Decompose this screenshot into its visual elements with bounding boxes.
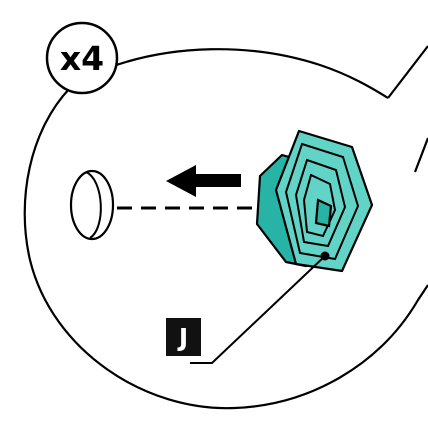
part-leader-line [190, 255, 326, 364]
arrow-left-icon [166, 165, 241, 197]
detail-circle-top-arc [107, 48, 389, 99]
hex-screw-cap-icon [255, 129, 374, 273]
part-label: J [166, 318, 201, 356]
part-label-text: J [177, 323, 188, 352]
callout-pointer [387, 45, 428, 99]
detail-circle [23, 87, 428, 410]
mounting-hole-icon [69, 169, 115, 241]
callout-pointer-lower [413, 137, 428, 173]
quantity-badge-text: x4 [60, 39, 104, 78]
quantity-badge: x4 [45, 21, 119, 95]
part-label-box [166, 318, 201, 356]
quantity-badge-circle [45, 21, 119, 95]
